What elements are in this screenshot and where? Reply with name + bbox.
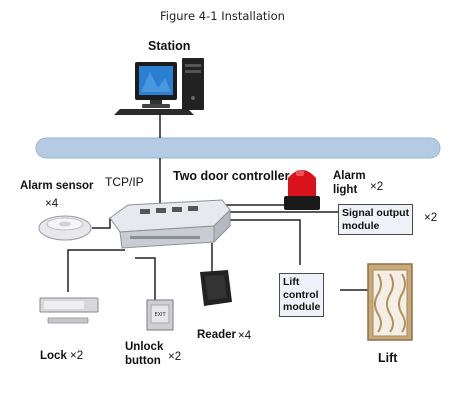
- station-label: Station: [148, 39, 191, 53]
- lift-control-label-line1: Lift: [283, 276, 300, 288]
- lift-label: Lift: [378, 351, 398, 365]
- lift-control-module-box: Lift control module: [279, 273, 325, 317]
- svg-text:EXIT: EXIT: [154, 312, 166, 318]
- tcp-ip-label: TCP/IP: [105, 175, 144, 189]
- alarm-sensor-count: ×4: [45, 198, 59, 210]
- reader-icon: [200, 270, 232, 306]
- controller-label: Two door controller: [173, 169, 290, 183]
- computer-icon: [114, 58, 204, 115]
- reader-label: Reader: [197, 329, 236, 341]
- unlock-button-icon: EXIT: [146, 299, 174, 331]
- controller-icon: [109, 199, 231, 249]
- reader-count: ×4: [238, 330, 252, 342]
- wiring: [67, 204, 368, 300]
- lift-icon: [367, 263, 413, 341]
- signal-output-label-line1: Signal output: [342, 207, 410, 219]
- lift-control-label-line3: module: [283, 301, 321, 314]
- alarm-light-icon: [284, 170, 320, 210]
- alarm-sensor-icon: [38, 215, 92, 241]
- alarm-light-count: ×2: [370, 181, 384, 193]
- lock-count: ×2: [70, 350, 84, 362]
- unlock-button-count: ×2: [168, 351, 182, 363]
- lock-label: Lock: [40, 350, 67, 362]
- unlock-button-label-line2: button: [125, 355, 161, 367]
- network-bus: [35, 137, 441, 159]
- lock-icon: [39, 297, 99, 324]
- alarm-light-label-line2: light: [333, 184, 358, 196]
- alarm-light-label-line1: Alarm: [333, 170, 366, 182]
- alarm-sensor-label: Alarm sensor: [20, 180, 94, 192]
- signal-output-label-line2: module: [342, 219, 380, 232]
- figure-caption: Figure 4-1 Installation: [160, 9, 285, 23]
- lift-control-label-line2: control: [283, 288, 319, 301]
- signal-output-count: ×2: [424, 212, 438, 224]
- unlock-button-label-line1: Unlock: [125, 341, 164, 353]
- signal-output-module-box: Signal output module: [338, 204, 414, 236]
